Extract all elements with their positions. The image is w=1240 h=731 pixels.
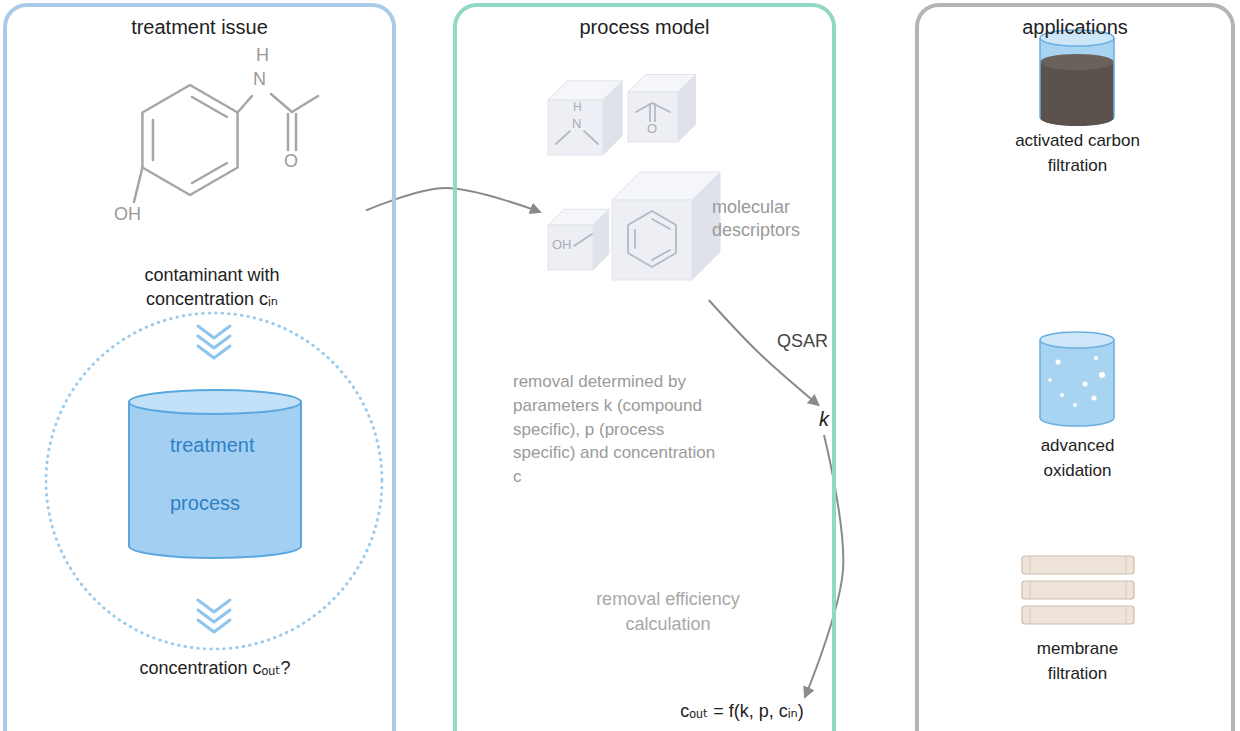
process-cylinder: treatment process (126, 388, 304, 560)
atom-label: O (284, 152, 298, 170)
descriptor-node: molecular descriptors (540, 80, 826, 300)
molecule-drawing (134, 85, 318, 202)
membrane-icon (1022, 556, 1134, 624)
atom-label: H (573, 101, 582, 113)
node-text: concentration cₒᵤₜ? (135, 656, 295, 680)
flow-arrow (805, 435, 843, 697)
output-node: concentration cₒᵤₜ? (95, 652, 335, 718)
descriptor-cube (612, 172, 720, 280)
application-node: membrane filtration (995, 545, 1160, 695)
cylinder-outline (126, 388, 304, 560)
node-text: molecular descriptors (712, 196, 822, 243)
descriptor-sketches (556, 103, 676, 267)
descriptor-cube (628, 75, 696, 143)
atom-label: OH (114, 205, 141, 223)
parameter-node: k (810, 405, 838, 435)
contaminant-node: contaminant with concentration cᵢₙ (58, 55, 366, 314)
node-text: contaminant with concentration cᵢₙ (112, 263, 312, 312)
descriptor-cube (548, 81, 622, 155)
carbon-filter-icon (1040, 30, 1114, 126)
application-node: advanced oxidation (995, 318, 1160, 500)
edge-label: removal efficiency calculation (560, 586, 776, 638)
dotted-boundary (46, 313, 382, 649)
panel-heading: process model (457, 15, 832, 40)
descriptor-cube (548, 209, 609, 270)
atom-label: O (647, 122, 657, 135)
oxidation-icon (1040, 332, 1114, 426)
panel-heading: applications (919, 15, 1231, 40)
atom-label: N (253, 70, 266, 88)
note-text: removal determined by parameters k (comp… (513, 370, 728, 489)
node-text: membrane filtration (1023, 637, 1133, 686)
panel: treatment issue contaminant with concentr… (3, 3, 396, 731)
application-node: activated carbon filtration (995, 25, 1160, 197)
node-text: treatment process (170, 416, 280, 532)
node-text: cₒᵤₜ = f(k, p, cᵢₙ) (652, 700, 832, 723)
edge-label: QSAR (774, 330, 831, 354)
atom-label: OH (552, 238, 572, 251)
atom-label: H (256, 46, 269, 64)
node-text: activated carbon filtration (1000, 129, 1155, 178)
panel-heading: treatment issue (7, 15, 392, 40)
node-text: advanced oxidation (1023, 434, 1133, 483)
atom-label: N (572, 117, 581, 130)
panel: applications activated carbon filtration a… (915, 3, 1235, 731)
node-text: k (810, 407, 838, 432)
formula-node: cₒᵤₜ = f(k, p, cᵢₙ) (652, 697, 832, 727)
